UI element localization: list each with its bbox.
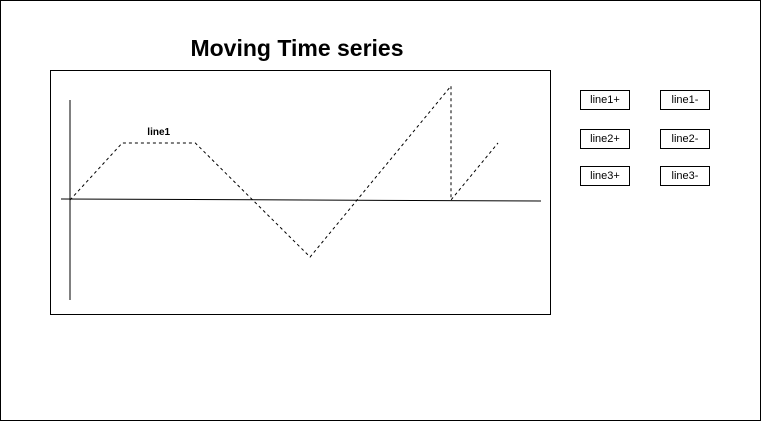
time-series-chart: line1 (50, 70, 551, 315)
line3-increase-button[interactable]: line3+ (580, 166, 630, 186)
series-layer: line1 (69, 84, 499, 258)
line1-increase-button[interactable]: line1+ (580, 90, 630, 110)
series-label-0: line1 (147, 127, 170, 138)
line2-decrease-button[interactable]: line2- (660, 129, 710, 149)
line1-decrease-button[interactable]: line1- (660, 90, 710, 110)
line3-decrease-button[interactable]: line3- (660, 166, 710, 186)
page-title: Moving Time series (190, 35, 404, 61)
line2-increase-button[interactable]: line2+ (580, 129, 630, 149)
x-axis (60, 198, 542, 202)
series-line-0 (69, 84, 499, 258)
chart-canvas: line1 (60, 84, 542, 300)
